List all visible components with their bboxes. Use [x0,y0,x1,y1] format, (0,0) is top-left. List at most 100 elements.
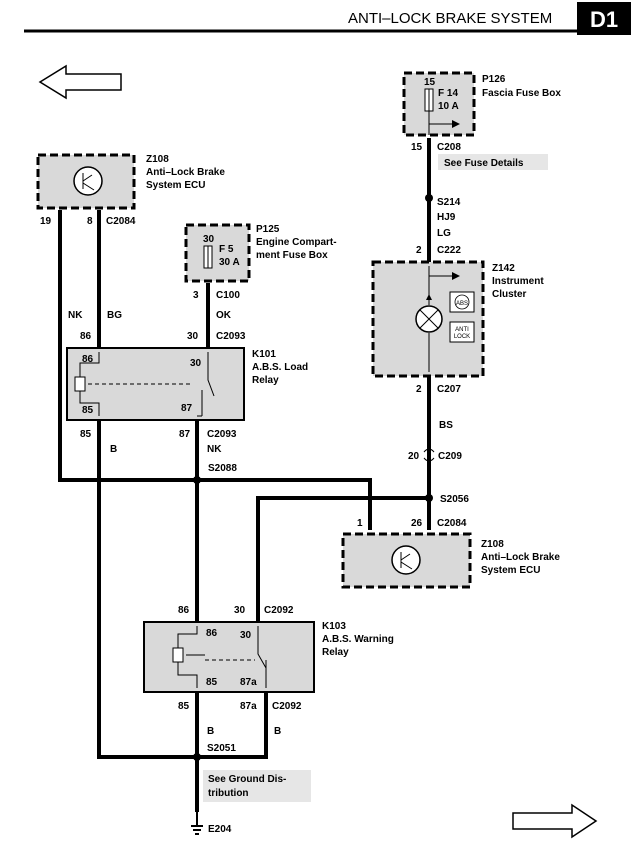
connector-c207: C207 [437,384,461,395]
page-title: ANTI–LOCK BRAKE SYSTEM [348,10,552,27]
connector-c208: C208 [437,142,461,153]
ground-icon [191,812,203,835]
p126-fuse-name: F 14 [438,88,458,99]
z142-line2: Cluster [492,289,527,300]
p126-line1: Fascia Fuse Box [482,88,561,99]
pin-30-k103-conn: 30 [234,605,246,616]
pin-15: 15 [411,142,423,153]
wire-label-nk-mid: NK [207,444,222,455]
wire-b-right [197,692,268,759]
k103-line1: A.B.S. Warning [322,634,394,645]
z108-top-line2: System ECU [146,180,205,191]
connector-c209-icon [423,448,435,462]
pin-87-k101-conn: 87 [179,429,191,440]
connector-c2093-top: C2093 [216,331,246,342]
arrow-left-icon[interactable] [38,64,122,100]
wire-label-bg: BG [107,310,122,321]
z142-id: Z142 [492,263,515,274]
k103-pin30: 30 [240,630,252,641]
pin-26: 26 [411,518,423,529]
pin-8: 8 [87,216,93,227]
pin-2-bottom: 2 [416,384,422,395]
page-code-badge [577,2,631,35]
component-p126: 15 F 14 10 A P126 Fascia Fuse Box [402,71,561,137]
k101-line1: A.B.S. Load [252,362,308,373]
component-k101: 86 30 85 87 K101 A.B.S. Load Relay [66,347,308,421]
wire-label-ok: OK [216,310,232,321]
arrow-right-icon[interactable] [512,803,598,839]
pin-85-k103-conn: 85 [178,701,190,712]
k101-line2: Relay [252,375,279,386]
component-p125: 30 F 5 30 A P125 Engine Compart- ment Fu… [184,223,337,283]
see-ground-line2[interactable]: tribution [208,788,249,799]
p126-fuse-pin: 15 [424,77,436,88]
wire-b-left [97,420,197,759]
component-z108-top: Z108 Anti–Lock Brake System ECU [36,153,225,210]
connector-c209: C209 [438,451,462,462]
z108-bottom-id: Z108 [481,539,504,550]
splice-s2051 [193,753,201,761]
splice-label-s2056: S2056 [440,494,469,505]
see-ground-box [203,770,311,802]
anti-lock-line1: ANTI [455,327,469,333]
see-fuse-details[interactable]: See Fuse Details [444,158,524,169]
component-k103: 86 30 85 87a K103 A.B.S. Warning Relay [143,621,394,693]
k103-pin87a: 87a [240,677,257,688]
splice-s2088 [193,476,201,484]
p125-id: P125 [256,224,280,235]
k101-pin86: 86 [82,354,94,365]
z142-line1: Instrument [492,276,544,287]
k103-id: K103 [322,621,346,632]
pin-86-k101-conn: 86 [80,331,92,342]
pin-86-k103-conn: 86 [178,605,190,616]
z108-top-id: Z108 [146,154,169,165]
k101-id: K101 [252,349,276,360]
pin-85-k101-conn: 85 [80,429,92,440]
k103-pin85: 85 [206,677,218,688]
wire-label-b-right: B [274,726,281,737]
splice-s2056 [425,494,433,502]
pin-1: 1 [357,518,363,529]
z108-top-line1: Anti–Lock Brake [146,167,225,178]
p125-fuse-name: F 5 [219,244,234,255]
k101-pin30: 30 [190,358,202,369]
p126-id: P126 [482,74,506,85]
pin-3: 3 [193,290,199,301]
z108-bottom-line2: System ECU [481,565,540,576]
ground-label-e204: E204 [208,824,232,835]
p125-fuse-pin: 30 [203,234,215,245]
abs-symbol-icon [449,291,475,313]
wire-nk-left [58,210,372,530]
wire-label-bs: BS [439,420,453,431]
splice-s214 [425,194,433,202]
p125-line1: Engine Compart- [256,237,337,248]
connector-c100: C100 [216,290,240,301]
pin-20: 20 [408,451,420,462]
see-fuse-box [438,154,548,170]
wire-label-nk: NK [68,310,83,321]
page-code: D1 [590,7,618,32]
wire-s2056-branch [256,496,429,622]
pin-2-top: 2 [416,245,422,256]
connector-c2084-bottom: C2084 [437,518,467,529]
page-header: ANTI–LOCK BRAKE SYSTEM D1 [24,2,631,35]
p125-line2: ment Fuse Box [256,250,328,261]
component-z142: ABS ANTI LOCK Z142 Instrument Cluster [371,260,544,378]
wire-label-b-mid: B [207,726,214,737]
connector-c2084-top: C2084 [106,216,136,227]
k103-line2: Relay [322,647,349,658]
z108-bottom-line1: Anti–Lock Brake [481,552,560,563]
see-ground-line1[interactable]: See Ground Dis- [208,774,286,785]
pin-30-k101-conn: 30 [187,331,199,342]
splice-label-s214: S214 [437,197,461,208]
wire-label-hj9: HJ9 [437,212,456,223]
abs-symbol-text: ABS [456,301,468,307]
wire-label-b-left: B [110,444,117,455]
connector-c2092-top: C2092 [264,605,294,616]
anti-lock-symbol-icon [449,321,475,343]
splice-label-s2088: S2088 [208,463,237,474]
connector-c2092-bottom: C2092 [272,701,302,712]
k103-pin86: 86 [206,628,218,639]
connector-c2093-bottom: C2093 [207,429,237,440]
